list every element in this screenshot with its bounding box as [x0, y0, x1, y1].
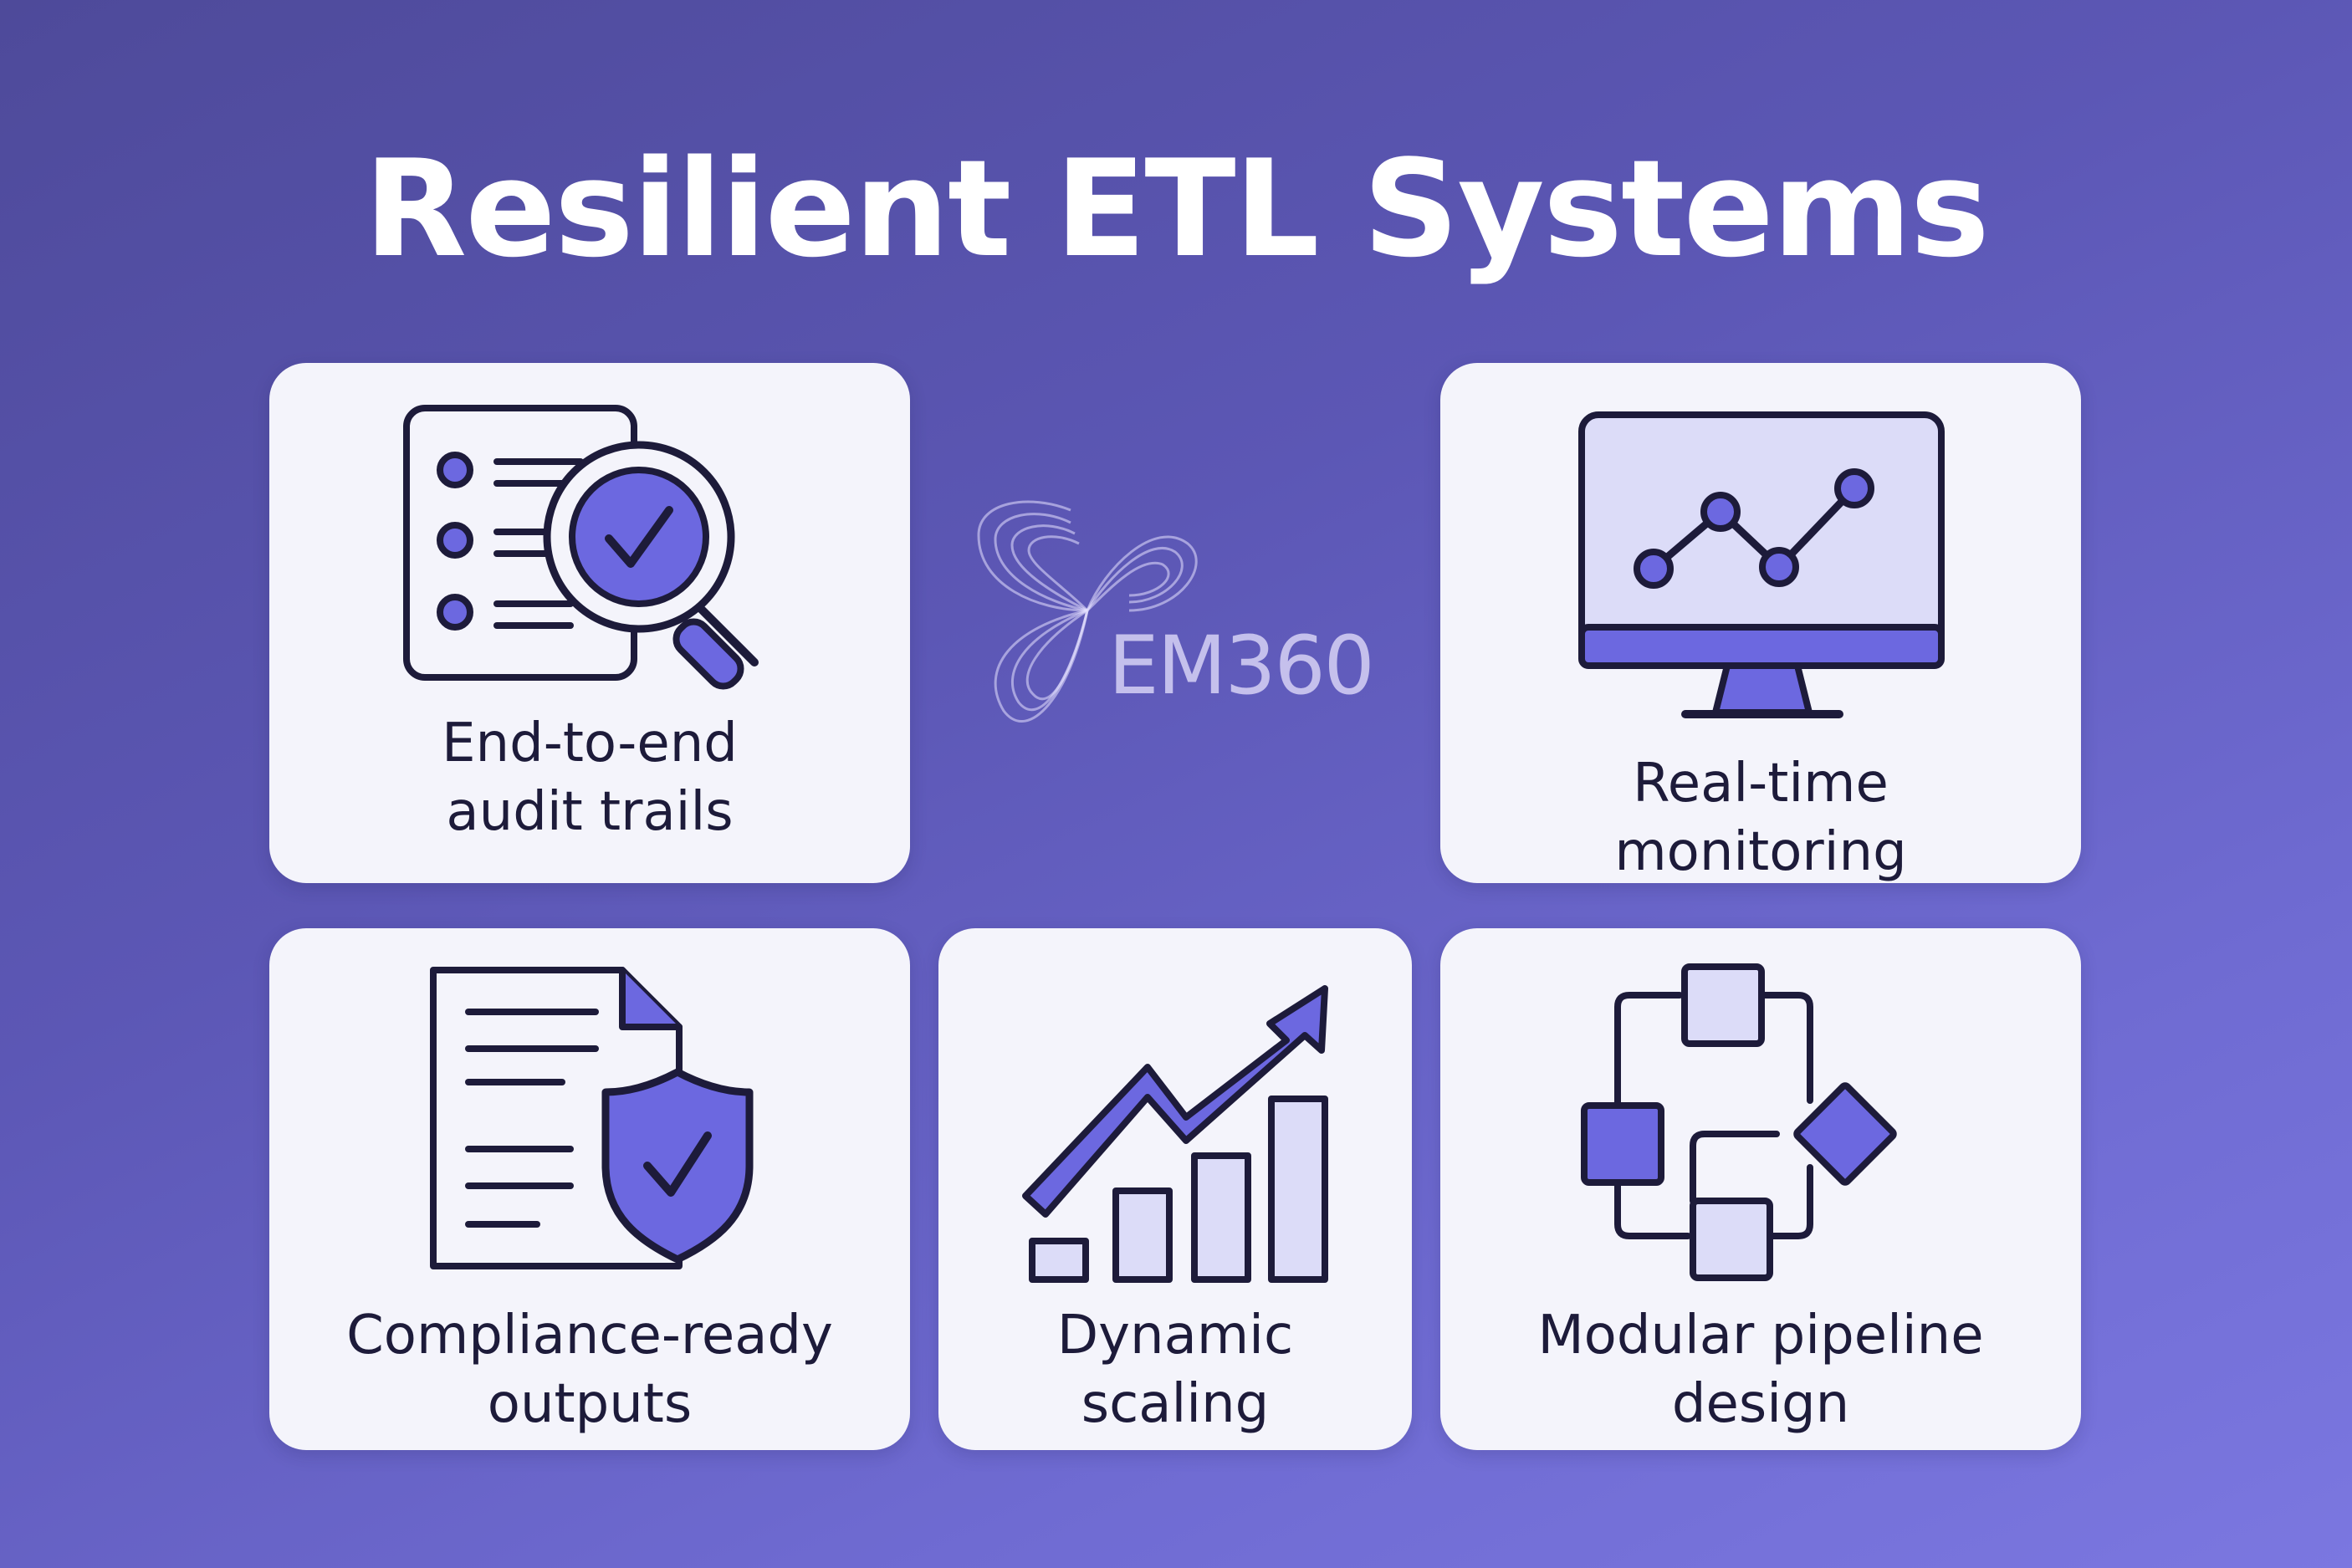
watermark-text: EM360 [1108, 619, 1375, 712]
document-shield-icon [430, 967, 754, 1269]
card-audit-trails: End-to-end audit trails [269, 363, 910, 883]
card-dynamic-scaling: Dynamic scaling [938, 928, 1412, 1450]
audit-document-magnifier-icon [403, 405, 759, 690]
bar-chart-growth-arrow-icon [1022, 985, 1328, 1283]
card-real-time-monitoring: Real-time monitoring [1440, 363, 2081, 883]
card-label: Compliance-ready outputs [346, 1305, 833, 1435]
card-label: Modular pipeline design [1537, 1305, 1984, 1435]
flowchart-blocks-icon [1581, 963, 1897, 1281]
page-title: Resilient ETL Systems [364, 130, 1990, 287]
card-modular-pipeline-design: Modular pipeline design [1440, 928, 2081, 1450]
em360-watermark: EM360 [962, 485, 1397, 736]
card-label: Real-time monitoring [1614, 753, 1907, 883]
card-label: Dynamic scaling [1056, 1305, 1294, 1435]
card-label: End-to-end audit trails [442, 712, 738, 843]
monitor-line-chart-icon [1578, 411, 1945, 718]
em360-logo-icon [977, 500, 1198, 723]
card-compliance-ready-outputs: Compliance-ready outputs [269, 928, 910, 1450]
